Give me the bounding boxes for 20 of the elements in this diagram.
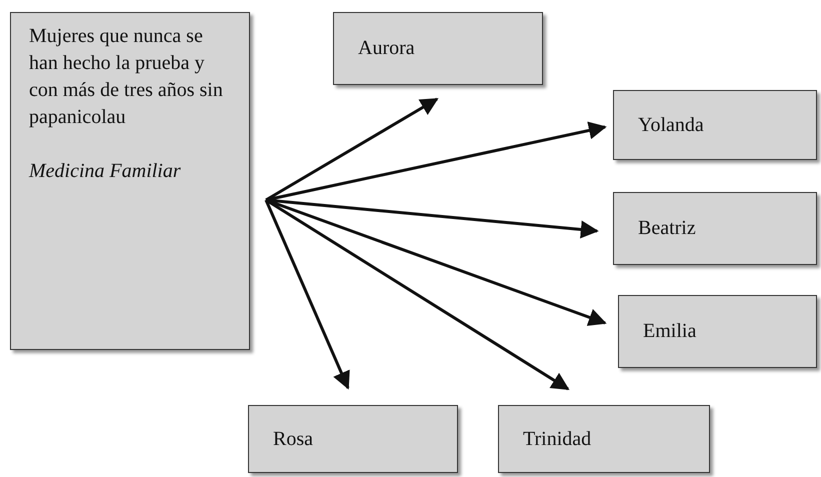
box-label: Yolanda xyxy=(638,112,705,138)
text-box xyxy=(618,295,817,368)
arrow xyxy=(265,198,607,326)
box-label: Aurora xyxy=(358,36,416,61)
box-label: Beatriz xyxy=(638,216,697,241)
text-box xyxy=(10,12,250,350)
arrow xyxy=(266,122,607,202)
text-box xyxy=(613,90,817,160)
arrow xyxy=(265,198,570,390)
arrow xyxy=(264,199,350,390)
text-box xyxy=(498,405,710,473)
text-box xyxy=(613,192,817,265)
box-label: Emilia xyxy=(643,319,698,344)
box-label: Rosa xyxy=(273,426,314,452)
box-label: Mujeres que nunca se han hecho la prueba y con más de tres años sin papanicolau xyxy=(29,24,224,130)
box-label: Trinidad xyxy=(523,426,592,452)
text-box xyxy=(248,405,458,473)
arrow xyxy=(265,98,439,202)
text-box xyxy=(333,12,543,85)
box-subtitle: Medicina Familiar xyxy=(29,159,182,184)
